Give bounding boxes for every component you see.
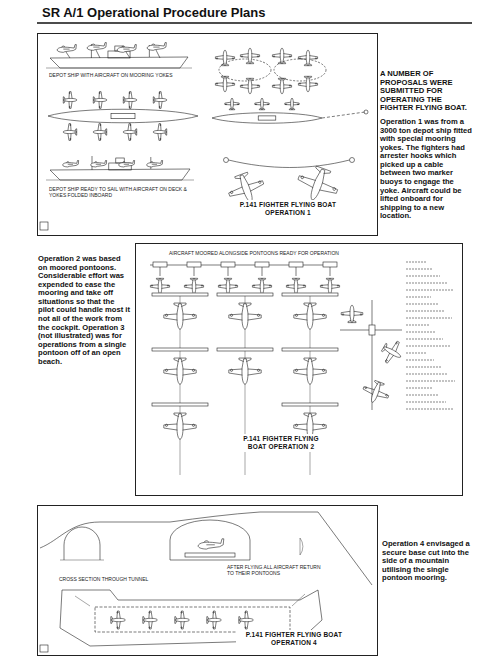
- drawing-panel: P.141 FIGHTER FLYING BOAT OPERATION 2: [135, 243, 463, 496]
- aircraft-side: [147, 161, 163, 167]
- aircraft-plan: [285, 98, 299, 110]
- caption-text: Operation 2 was based on moored pontoons…: [38, 255, 131, 367]
- aircraft-plan: [239, 611, 254, 629]
- aircraft-side: [198, 539, 224, 549]
- aircraft-plan: [286, 278, 305, 294]
- aircraft-side: [87, 43, 106, 51]
- aircraft-plan: [225, 98, 239, 110]
- aircraft-plan: [378, 337, 407, 368]
- caption-text: Operation 4 envisaged a secure base cut …: [382, 540, 472, 583]
- drawing-note: AIRCRAFT MOORED ALONGSIDE PONTOONS READY…: [168, 250, 370, 256]
- aircraft-plan: [229, 358, 261, 384]
- aircraft-plan: [63, 124, 77, 141]
- intro-note: A NUMBER OF PROPOSALS WERE SUBMITTED FOR…: [380, 70, 472, 113]
- aircraft-plan: [111, 611, 126, 629]
- aircraft-plan: [215, 76, 234, 92]
- aircraft-plan: [294, 358, 326, 384]
- operation-2-art: [150, 262, 455, 475]
- aircraft-side: [117, 45, 136, 53]
- aircraft-plan: [123, 92, 137, 109]
- operation-1-art: [40, 43, 368, 230]
- aircraft-plan: [164, 413, 196, 439]
- page-title: SR A/1 Operational Procedure Plans: [42, 5, 265, 20]
- aircraft-plan: [240, 48, 259, 64]
- header-rule: [37, 22, 472, 24]
- caption-text: Operation 1 was from a 3000 ton depot sh…: [380, 118, 472, 221]
- aircraft-plan: [93, 92, 107, 109]
- aircraft-side: [91, 161, 107, 167]
- aircraft-plan: [93, 124, 107, 141]
- depot-ship: [46, 44, 192, 68]
- depot-ship: [46, 156, 194, 180]
- aircraft-plan: [143, 611, 158, 629]
- aircraft-plan: [215, 50, 234, 66]
- aircraft-plan: [298, 50, 317, 66]
- aircraft-plan: [175, 611, 190, 629]
- aircraft-plan: [150, 278, 169, 294]
- drawing-panel: P.141 FIGHTER FLYING BOAT OPERATION 1: [37, 33, 378, 236]
- drawing-note: DEPOT SHIP WITH AIRCRAFT ON MOORING YOKE…: [48, 72, 180, 78]
- aircraft-plan: [255, 98, 269, 110]
- aircraft-plan: [294, 303, 326, 329]
- aircraft-plan: [298, 76, 317, 92]
- aircraft-plan: [164, 303, 196, 329]
- depot-ship-plan: [212, 113, 322, 124]
- aircraft-plan: [153, 124, 167, 141]
- aircraft-plan: [341, 305, 363, 323]
- aircraft-plan: [218, 278, 237, 294]
- aircraft-plan: [240, 78, 259, 94]
- aircraft-side: [63, 161, 79, 167]
- aircraft-plan: [272, 78, 291, 94]
- aircraft-side: [57, 45, 76, 53]
- drawing-note: DEPOT SHIP READY TO SAIL WITH AIRCRAFT O…: [48, 186, 200, 198]
- depot-ship-plan: [48, 109, 198, 123]
- aircraft-plan: [360, 378, 392, 407]
- aircraft-side: [147, 43, 166, 51]
- aircraft-plan: [252, 278, 271, 294]
- aircraft-plan: [164, 358, 196, 384]
- aircraft-plan: [123, 124, 137, 141]
- drawing-title: P.141 FIGHTER FLYING BOAT OPERATION 1: [234, 200, 342, 218]
- drawing-title: P.141 FIGHTER FLYING BOAT OPERATION 2: [234, 434, 328, 452]
- aircraft-plan: [184, 278, 203, 294]
- aircraft-plan: [153, 92, 167, 109]
- aircraft-plan: [63, 92, 77, 109]
- drawing-note: CROSS SECTION THROUGH TUNNEL: [58, 576, 190, 582]
- drawing-note: AFTER FLYING ALL AIRCRAFT RETURN TO THEI…: [226, 564, 328, 576]
- aircraft-plan: [229, 303, 261, 329]
- aircraft-plan: [272, 48, 291, 64]
- aircraft-side: [119, 161, 135, 167]
- aircraft-plan: [320, 278, 339, 294]
- operation-4-art: [40, 512, 372, 652]
- drawing-title: P.141 FIGHTER FLYING BOAT OPERATION 4: [236, 630, 352, 648]
- aircraft-plan: [207, 611, 222, 629]
